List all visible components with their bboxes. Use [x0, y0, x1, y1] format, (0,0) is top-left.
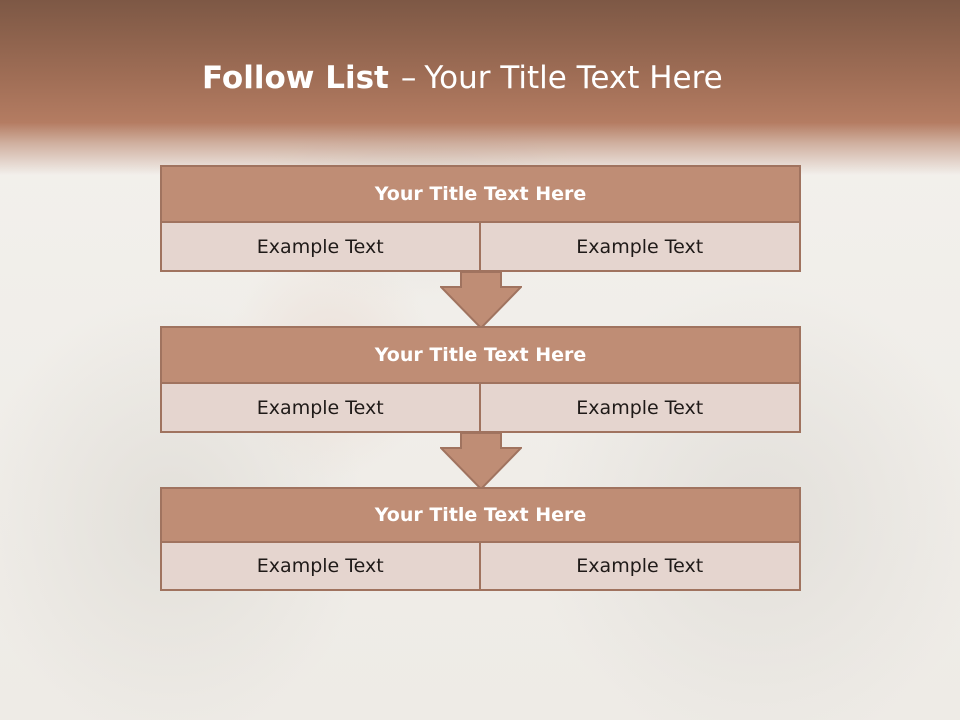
title-dash: – [400, 60, 417, 96]
step-cell-left: Example Text [160, 223, 481, 272]
step-cell-left: Example Text [160, 543, 481, 591]
step-cell-right: Example Text [480, 384, 801, 433]
page-title: Follow List–Your Title Text Here [202, 56, 723, 100]
title-bold: Follow List [202, 60, 389, 96]
header-band [0, 0, 960, 175]
step-cell-right: Example Text [480, 543, 801, 591]
step-box-1: Your Title Text Here Example Text Exampl… [160, 165, 801, 272]
step-title: Your Title Text Here [160, 326, 801, 384]
step-row: Example Text Example Text [160, 223, 801, 272]
down-arrow-icon [440, 432, 522, 490]
step-title: Your Title Text Here [160, 165, 801, 223]
step-title: Your Title Text Here [160, 487, 801, 543]
down-arrow-icon [440, 271, 522, 329]
step-row: Example Text Example Text [160, 384, 801, 433]
step-box-3: Your Title Text Here Example Text Exampl… [160, 487, 801, 591]
step-cell-right: Example Text [480, 223, 801, 272]
title-rest: Your Title Text Here [424, 60, 723, 96]
step-cell-left: Example Text [160, 384, 481, 433]
step-row: Example Text Example Text [160, 543, 801, 591]
step-box-2: Your Title Text Here Example Text Exampl… [160, 326, 801, 433]
